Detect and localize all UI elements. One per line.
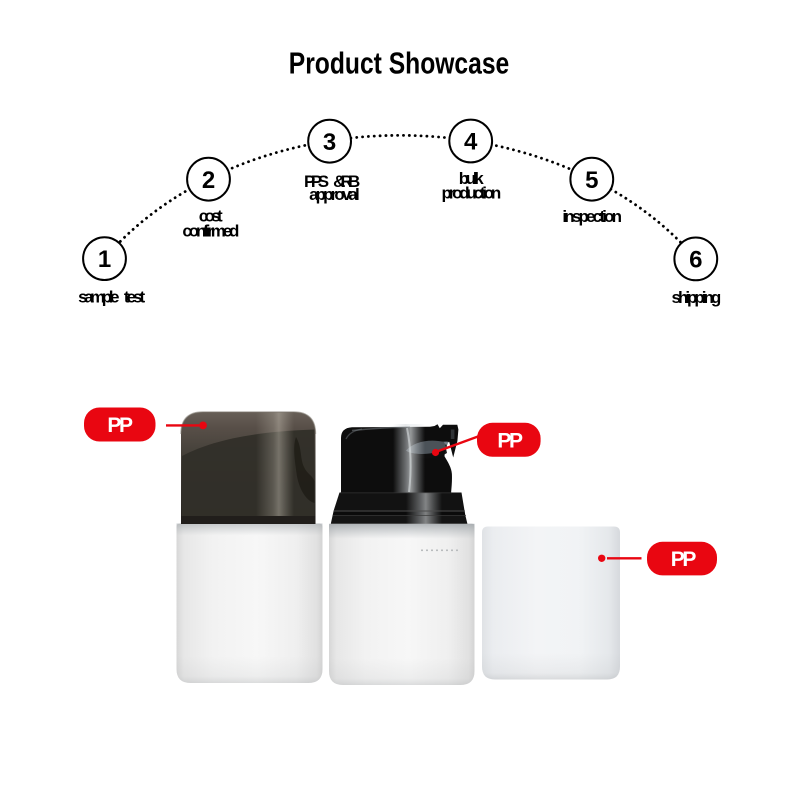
svg-text:P: P: [107, 414, 121, 437]
svg-text:2: 2: [202, 167, 215, 194]
svg-text:sample: sample: [78, 287, 119, 306]
svg-text:4: 4: [464, 129, 478, 156]
svg-text:P: P: [497, 429, 511, 452]
svg-text:confirmed: confirmed: [182, 222, 239, 241]
svg-text:shipping: shipping: [672, 288, 722, 307]
svg-text:inspection: inspection: [562, 207, 622, 226]
svg-text:production: production: [442, 184, 502, 203]
svg-text:test: test: [124, 287, 146, 306]
svg-text:P: P: [119, 414, 133, 437]
svg-text:5: 5: [585, 167, 598, 194]
svg-text:Product Showcase: Product Showcase: [289, 46, 510, 81]
svg-text:6: 6: [689, 247, 702, 274]
svg-text:P: P: [509, 429, 523, 452]
svg-text:&RB: &RB: [333, 172, 360, 191]
svg-text:cost: cost: [199, 206, 223, 225]
svg-text:1: 1: [98, 246, 111, 273]
svg-text:approval: approval: [309, 185, 360, 204]
svg-text:P: P: [671, 548, 685, 571]
svg-text:PPS: PPS: [304, 172, 329, 191]
svg-text:bulk: bulk: [459, 169, 485, 188]
svg-text:P: P: [682, 548, 696, 571]
svg-text:3: 3: [323, 129, 336, 156]
